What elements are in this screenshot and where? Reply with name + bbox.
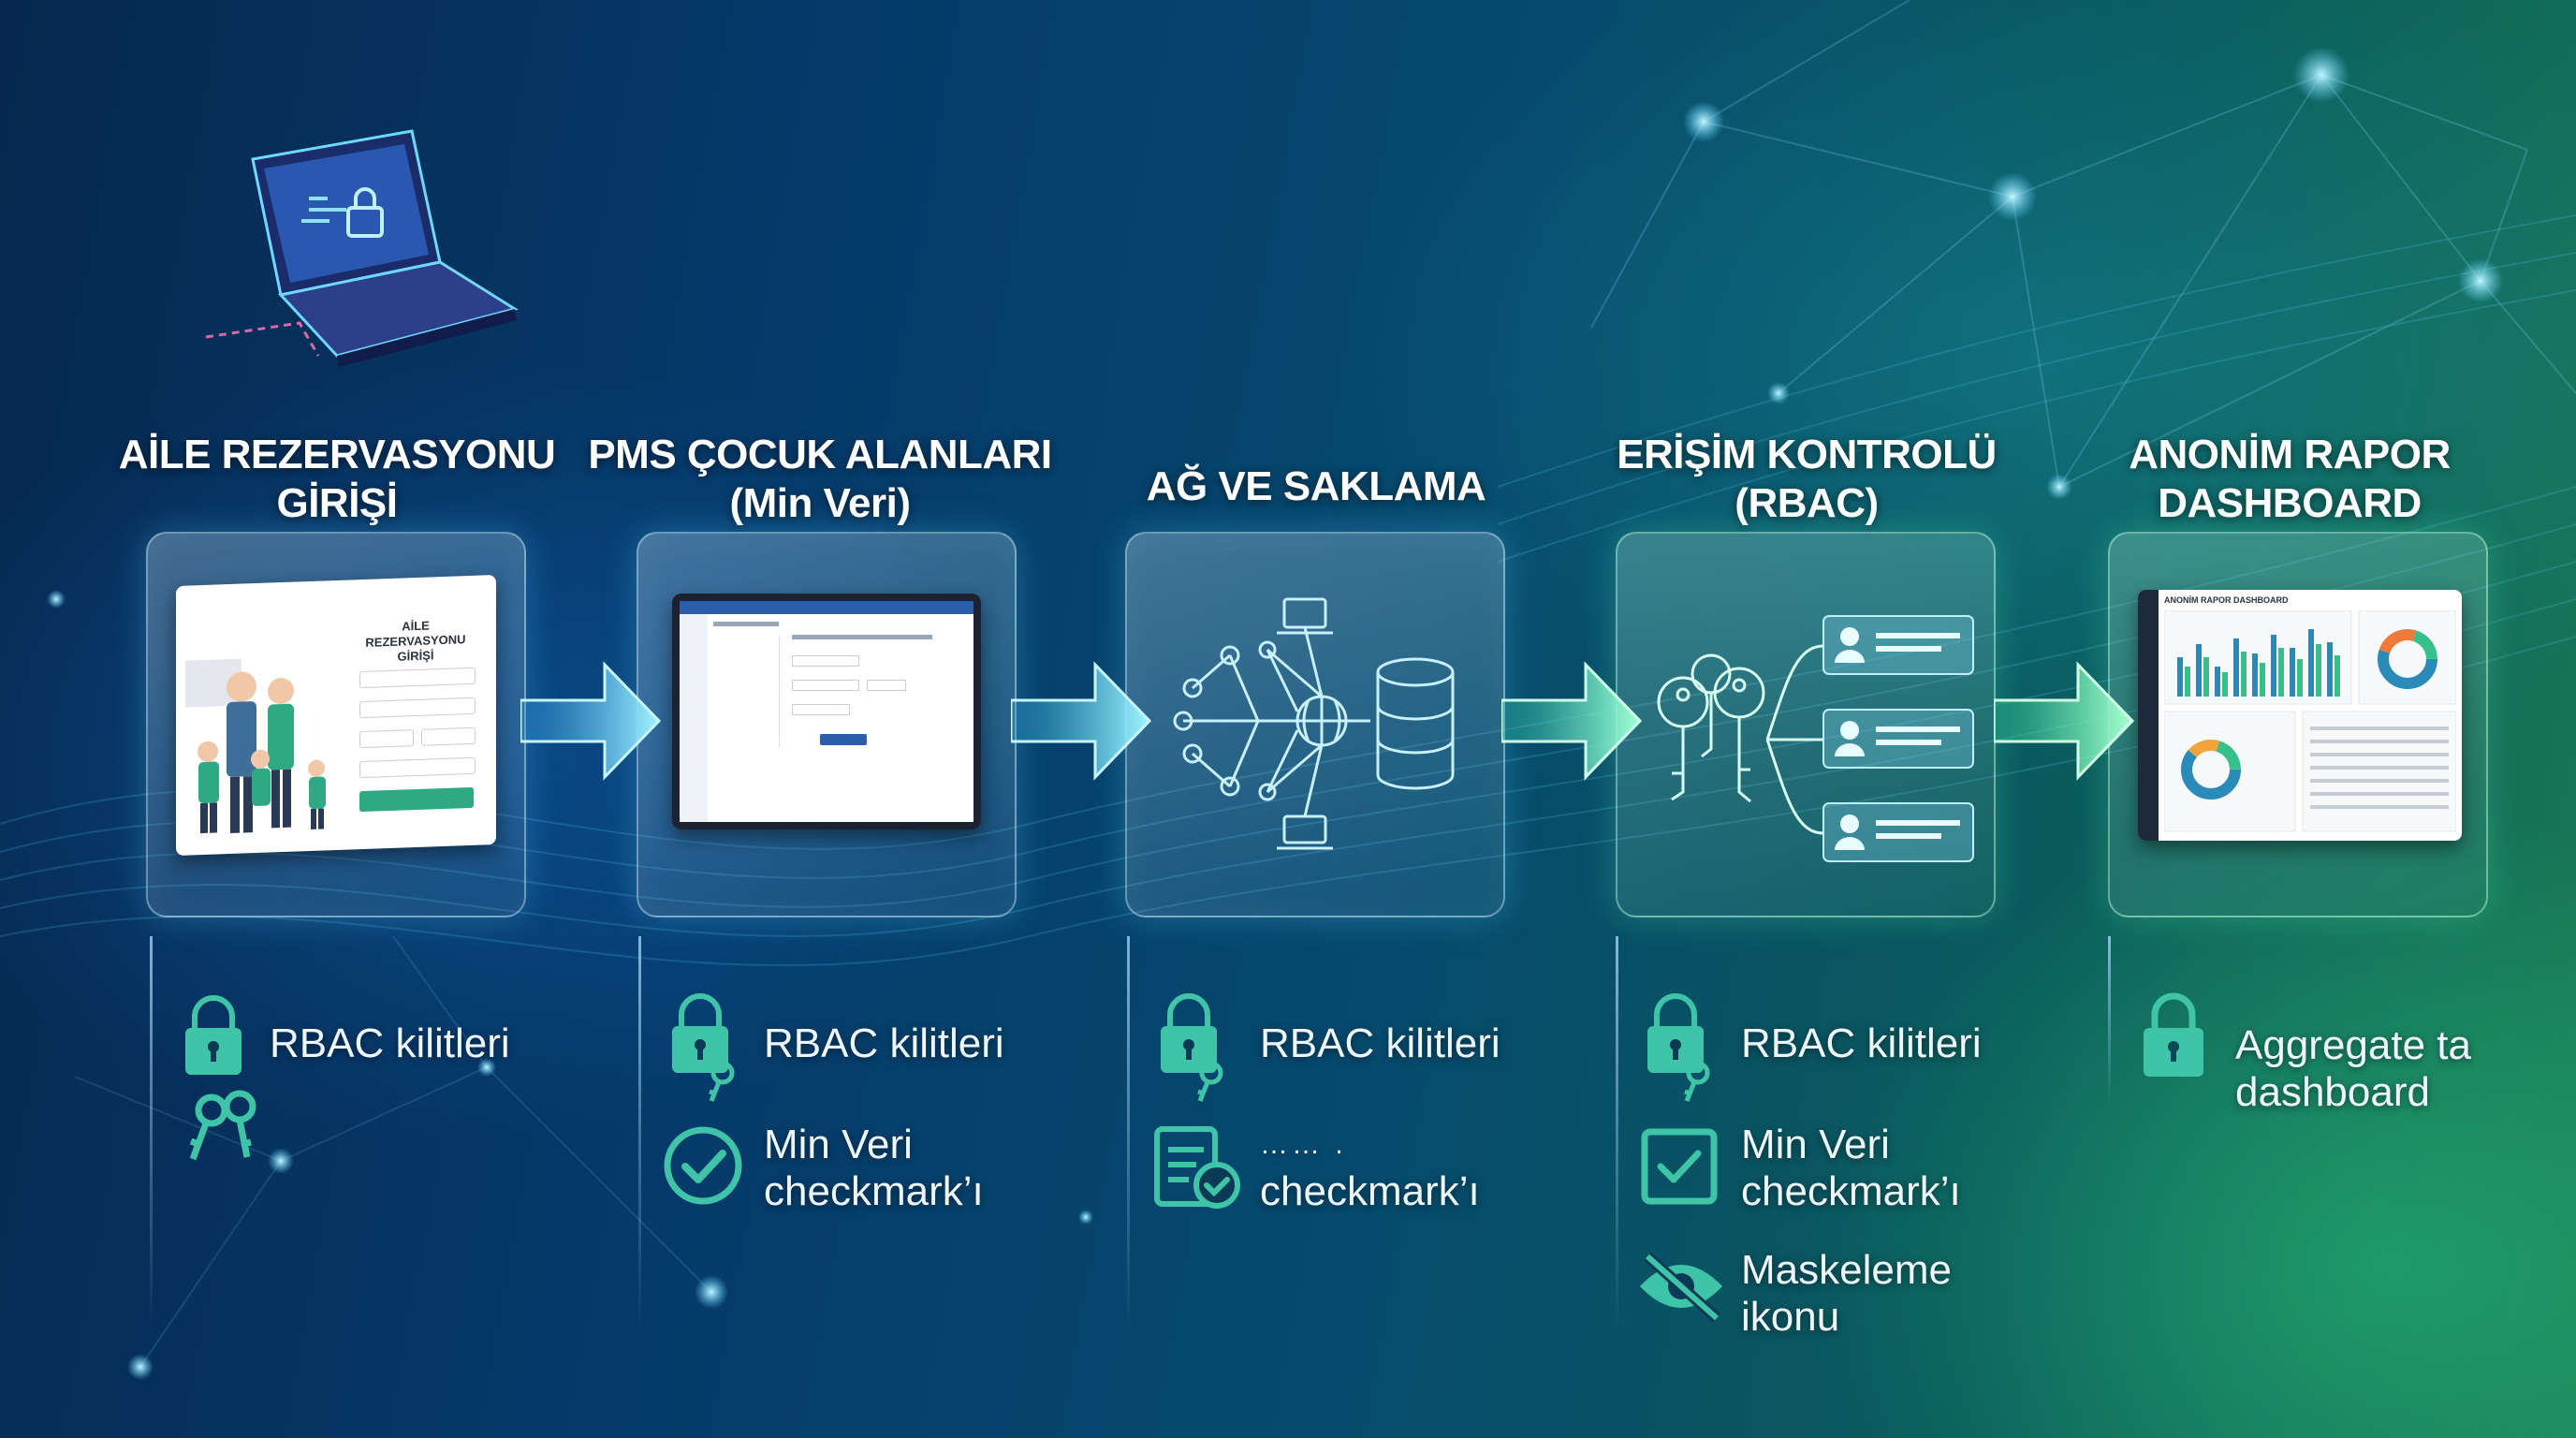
- step-3-feature-2-label: …… .checkmark’ı: [1260, 1129, 1480, 1214]
- dashboard-screen: ANONİM RAPOR DASHBOARD: [2138, 590, 2462, 841]
- padlock-icon: [2144, 992, 2203, 1077]
- pms-sidebar: [680, 614, 708, 822]
- padlock-keys-icon: [672, 993, 735, 1102]
- guests-select[interactable]: [359, 756, 476, 779]
- step-1-feature-1-label: RBAC kilitleri: [270, 1020, 510, 1066]
- child-name-field[interactable]: [792, 655, 859, 667]
- document-check-icon: [1154, 1126, 1240, 1209]
- step-3-panel: [1125, 532, 1505, 917]
- checkin-date-field[interactable]: [359, 729, 414, 749]
- padlock-keys-icon: [1647, 993, 1710, 1102]
- column-5-line: [2108, 936, 2111, 1105]
- step-5-panel: ANONİM RAPOR DASHBOARD: [2108, 532, 2488, 917]
- step-4-feature-1-label: RBAC kilitleri: [1741, 1020, 1982, 1066]
- email-field[interactable]: [359, 697, 476, 719]
- column-1-line: [150, 936, 153, 1329]
- pms-topbar: [680, 601, 973, 614]
- column-3-line: [1127, 936, 1130, 1329]
- dashboard-title: ANONİM RAPOR DASHBOARD: [2164, 595, 2289, 605]
- network-storage-icons: [1173, 597, 1455, 850]
- padlock-keys-icon: [1161, 993, 1223, 1102]
- check-square-icon: [1641, 1128, 1718, 1205]
- user-cards: [1822, 615, 1974, 862]
- child-age-field[interactable]: [792, 680, 859, 691]
- pms-content: [708, 614, 973, 822]
- step-4-title: ERİŞİM KONTROLÜ(RBAC): [1617, 432, 1997, 526]
- checkout-date-field[interactable]: [421, 726, 476, 746]
- dashboard-sidebar: [2138, 590, 2159, 841]
- pms-monitor: [672, 594, 981, 829]
- flow-arrow-3: [1501, 661, 1642, 781]
- check-circle-icon: [664, 1126, 742, 1205]
- step-2-panel: [637, 532, 1017, 917]
- child-count-field[interactable]: [867, 680, 906, 691]
- step-3-feature-1-label: RBAC kilitleri: [1260, 1020, 1500, 1066]
- dashboard-charts: [2164, 610, 2456, 832]
- bed-select[interactable]: [792, 704, 850, 715]
- eye-slash-icon: [1640, 1252, 1722, 1323]
- flow-arrow-4: [1994, 661, 2134, 781]
- flow-arrow-2: [1011, 661, 1151, 781]
- submit-button[interactable]: [359, 786, 474, 813]
- family-illustration: [185, 658, 326, 834]
- step-2-feature-1-label: RBAC kilitleri: [764, 1020, 1004, 1066]
- padlock-keys-icon: [185, 995, 256, 1161]
- save-button[interactable]: [820, 734, 867, 745]
- column-2-line: [638, 936, 641, 1329]
- step-2-title: PMS ÇOCUK ALANLARI(Min Veri): [588, 432, 1052, 526]
- name-field[interactable]: [359, 667, 476, 689]
- step-4-panel: [1616, 532, 1996, 917]
- flow-arrow-1: [520, 661, 661, 781]
- column-4-line: [1616, 936, 1618, 1329]
- laptop-lock-illustration: [205, 129, 519, 367]
- rbac-keys-users-icons: [1657, 615, 1974, 862]
- step-3-title: AĞ VE SAKLAMA: [1146, 463, 1486, 509]
